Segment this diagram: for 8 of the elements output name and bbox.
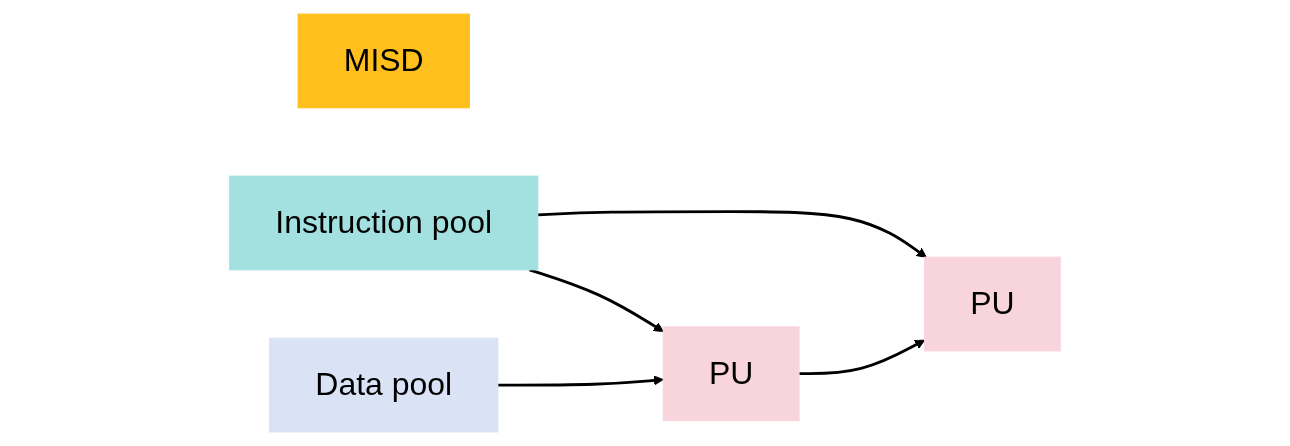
node-box: Instruction pool bbox=[229, 175, 539, 271]
node-box: PU bbox=[924, 256, 1061, 352]
arrow bbox=[537, 210, 927, 258]
node-box: PU bbox=[662, 326, 800, 422]
arrow bbox=[529, 268, 664, 332]
node-box: Data pool bbox=[269, 337, 499, 433]
arrow bbox=[497, 375, 664, 387]
node-box: MISD bbox=[297, 13, 470, 109]
